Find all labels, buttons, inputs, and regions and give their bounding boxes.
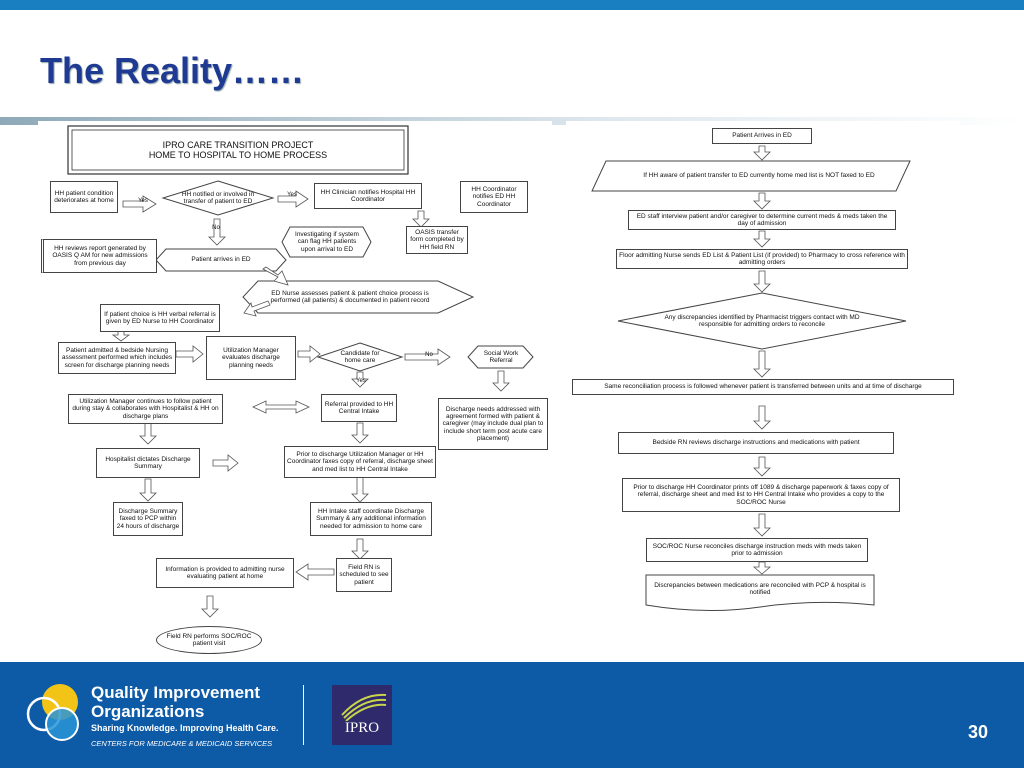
footer-bar — [0, 662, 1024, 768]
node-verbal-referral: If patient choice is HH verbal referral … — [100, 304, 220, 332]
top-accent-bar — [0, 0, 1024, 10]
node-deteriorates: HH patient condition deteriorates at hom… — [50, 181, 118, 213]
node-candidate: Candidate for home care — [340, 349, 380, 364]
right-node-same-process: Same reconciliation process is followed … — [572, 379, 954, 395]
right-node-ed-interview: ED staff interview patient and/or caregi… — [628, 210, 896, 230]
node-hh-clinician: HH Clinician notifies Hospital HH Coordi… — [314, 183, 422, 209]
qio-org-line2: Organizations — [91, 702, 205, 721]
node-hh-coordinator: HH Coordinator notifies ED HH Coordinato… — [460, 181, 528, 213]
left-flowchart-connectors — [67, 125, 534, 618]
label-no-1: No — [212, 225, 220, 232]
right-node-hh-prints: Prior to discharge HH Coordinator prints… — [622, 478, 900, 512]
qio-org-line1: Quality Improvement — [91, 683, 261, 702]
node-discharge-needs: Discharge needs addressed with agreement… — [438, 398, 548, 450]
node-hh-notified: HH notified or involved in transfer of p… — [181, 190, 255, 205]
page-number: 30 — [968, 722, 989, 742]
right-flowchart: Patient Arrives in ED If HH aware of pat… — [566, 121, 960, 617]
right-node-pharmacist: Any discrepancies identified by Pharmaci… — [664, 313, 860, 328]
right-node-floor-nurse: Floor admitting Nurse sends ED List & Pa… — [616, 249, 908, 269]
qio-org-name: Quality Improvement Organizations — [91, 683, 260, 721]
right-node-not-faxed: If HH aware of patient transfer to ED cu… — [643, 172, 875, 180]
footer-separator — [303, 685, 304, 745]
node-oasis-transfer: OASIS transfer form completed by HH fiel… — [406, 226, 468, 254]
ipro-wordmark: IPRO — [344, 720, 380, 736]
node-referral-provided: Referral provided to HH Central Intake — [321, 394, 397, 422]
qio-logo-icon — [26, 684, 79, 741]
node-field-rn-scheduled: Field RN is scheduled to see patient — [336, 558, 392, 592]
node-ed-nurse: ED Nurse assesses patient & patient choi… — [270, 289, 430, 304]
right-node-arrives: Patient Arrives in ED — [712, 128, 812, 144]
node-patient-arrives: Patient arrives in ED — [191, 256, 251, 264]
right-flowchart-connectors — [591, 145, 911, 612]
right-node-bedside-rn: Bedside RN reviews discharge instruction… — [618, 432, 894, 454]
right-node-discrepancies: Discrepancies between medications are re… — [654, 581, 866, 596]
ipro-logo: IPRO — [332, 685, 392, 745]
node-hospitalist: Hospitalist dictates Discharge Summary — [96, 448, 200, 478]
node-social-work: Social Work Referral — [483, 349, 519, 364]
node-summary-faxed: Discharge Summary faxed to PCP within 24… — [113, 502, 183, 536]
node-hh-intake: HH Intake staff coordinate Discharge Sum… — [310, 502, 432, 536]
label-yes-2: Yes — [287, 192, 297, 199]
node-um-follow: Utilization Manager continues to follow … — [68, 394, 223, 424]
node-field-rn-soc: Field RN performs SOC/ROC patient visit — [156, 626, 262, 654]
qio-tagline: Sharing Knowledge. Improving Health Care… — [91, 723, 279, 733]
node-investigating: Investigating if system can flag HH pati… — [295, 231, 359, 253]
label-yes-1: Yes — [138, 198, 148, 205]
flowchart-header-line1: IPRO CARE TRANSITION PROJECT — [162, 140, 314, 150]
node-patient-admitted: Patient admitted & bedside Nursing asses… — [58, 342, 176, 374]
label-no-2: No — [425, 352, 433, 359]
flowchart-header-line2: HOME TO HOSPITAL TO HOME PROCESS — [148, 150, 328, 160]
node-um-evaluates: Utilization Manager evaluates discharge … — [206, 336, 296, 380]
ipro-swoosh-icon — [341, 693, 387, 721]
label-yes-3: Yes — [356, 378, 366, 385]
node-info-provided: Information is provided to admitting nur… — [156, 558, 294, 588]
cms-label: CENTERS FOR MEDICARE & MEDICAID SERVICES — [91, 739, 273, 748]
node-hh-reviews: HH reviews report generated by OASIS Q A… — [41, 239, 157, 273]
right-node-soc-reconciles: SOC/ROC Nurse reconciles discharge instr… — [646, 538, 868, 562]
left-flowchart: IPRO CARE TRANSITION PROJECT HOME TO HOS… — [38, 121, 552, 658]
flowchart-header: IPRO CARE TRANSITION PROJECT HOME TO HOS… — [73, 134, 403, 166]
slide-title: The Reality…… — [40, 50, 305, 91]
node-prior-discharge: Prior to discharge Utilization Manager o… — [284, 446, 436, 478]
